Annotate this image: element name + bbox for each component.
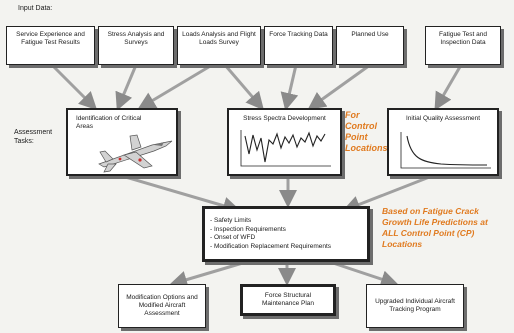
output-tracking-program: Upgraded Individual Aircraft Tracking Pr… [366, 284, 464, 328]
limit-item: - Modification Replacement Requirements [210, 242, 332, 250]
arrow-input1-task1 [50, 63, 98, 111]
task-initial-quality: Initial Quality Assessment [387, 108, 499, 176]
arrow-limits-output1 [169, 260, 247, 289]
fatigue-note: Based on Fatigue Crack Growth Life Predi… [382, 206, 488, 249]
arrow-limits-output3 [329, 260, 399, 288]
fighter-jet-icon [98, 134, 173, 173]
limit-item: - Safety Limits [210, 217, 252, 224]
arrow-input3-task1 [137, 63, 213, 110]
input-stress-analysis: Stress Analysis and Surveys [98, 26, 174, 65]
input-planned-use: Planned Use [336, 26, 404, 65]
limit-item: - Inspection Requirements [210, 225, 286, 233]
arrow-task3-limits [342, 174, 433, 213]
input-loads-analysis: Loads Analysis and Flight Loads Survey [177, 26, 261, 65]
control-point-note: For Control Point Locations [345, 110, 388, 153]
task-critical-areas-title: Identification of Critical Areas [76, 115, 142, 130]
input-force-tracking: Force Tracking Data [264, 26, 333, 65]
output-modification-options: Modification Options and Modified Aircra… [118, 284, 206, 328]
task-stress-spectra: Stress Spectra Development [227, 108, 342, 176]
stress-spectrum-icon [240, 130, 331, 167]
arrow-input6-task3 [434, 64, 463, 111]
task-initial-quality-title: Initial Quality Assessment [405, 115, 481, 122]
input-data-label: Input Data: [18, 5, 53, 12]
arrow-task1-limits [121, 174, 241, 215]
limits-list: - Safety Limits - Inspection Requirement… [210, 217, 331, 251]
output-maintenance-plan: Force Structural Maintenance Plan [240, 284, 336, 316]
input-fatigue-test: Fatigue Test and Inspection Data [425, 26, 501, 65]
limits-box: - Safety Limits - Inspection Requirement… [202, 206, 370, 262]
arrow-input5-task2 [307, 63, 371, 110]
arrow-input4-task2 [280, 64, 299, 111]
input-service-experience: Service Experience and Fatigue Test Resu… [6, 26, 95, 65]
quality-curve-icon [400, 132, 491, 169]
arrow-input3-task2 [223, 64, 264, 111]
task-stress-spectra-title: Stress Spectra Development [243, 115, 326, 122]
task-critical-areas: Identification of Critical Areas [66, 108, 178, 176]
arrow-input2-task1 [115, 64, 138, 111]
limit-item: - Onset of WFD [210, 234, 256, 241]
assessment-tasks-label: Assessment Tasks: [14, 129, 53, 145]
